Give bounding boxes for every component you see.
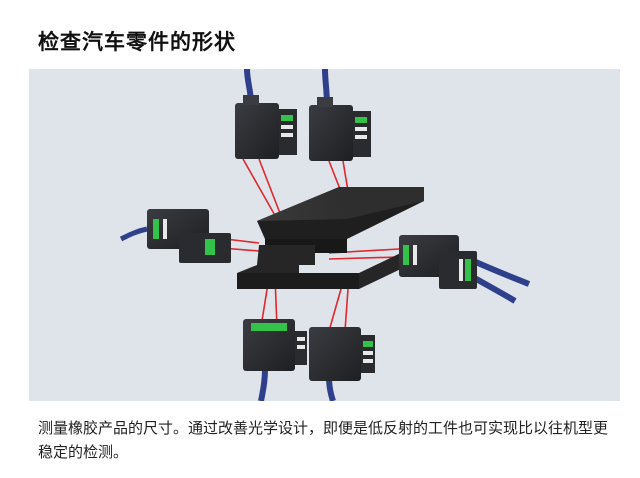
- sensor-left: [147, 209, 231, 263]
- sensor-top-right: [309, 97, 371, 161]
- cable-left: [119, 226, 148, 242]
- sensor-top-left: [235, 95, 297, 159]
- rubber-part: [237, 187, 424, 289]
- sensor-diagram: [119, 69, 531, 401]
- sensor-bottom-left: [243, 319, 307, 371]
- cable-bottom-left: [258, 368, 268, 401]
- page-title: 检查汽车零件的形状: [38, 30, 236, 54]
- product-illustration: [29, 69, 620, 401]
- sensor-bottom-right: [309, 327, 375, 381]
- description-text: 测量橡胶产品的尺寸。通过改善光学设计，即便是低反射的工件也可实现比以往机型更稳定…: [38, 419, 609, 461]
- sensor-right: [399, 235, 477, 289]
